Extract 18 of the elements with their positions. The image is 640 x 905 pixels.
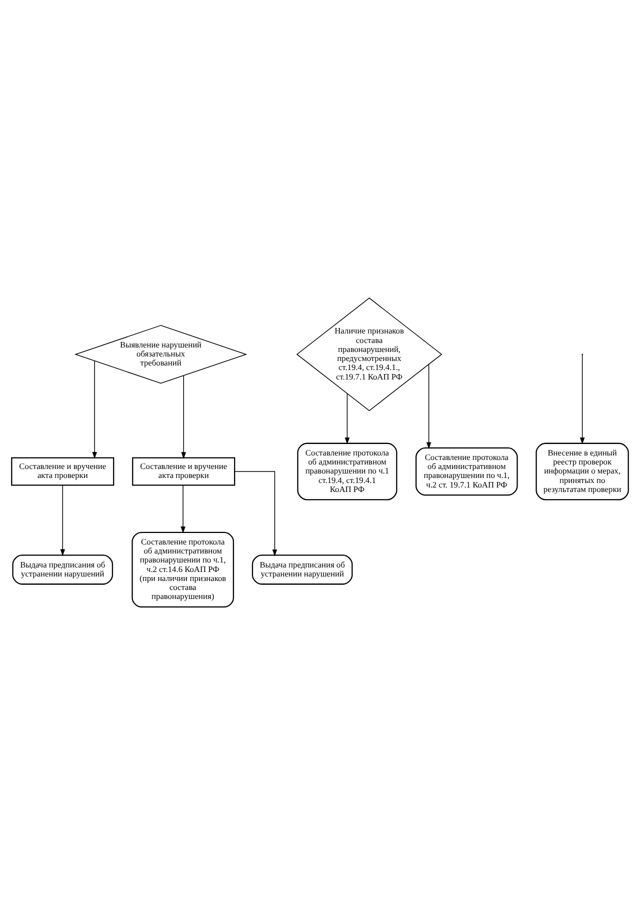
node-box: Внесение в единый реестр проверок информации о мерах, принятых по результатам проверки (536, 442, 629, 500)
arrow (580, 354, 585, 444)
node-diamond: Выявление нарушений обязательных требований (74, 325, 248, 384)
node-box: Выдача предписания об устранении нарушений (252, 554, 353, 585)
node-box: Выдача предписания об устранении нарушений (12, 554, 114, 585)
arrow (181, 375, 186, 459)
arrow (60, 485, 66, 556)
arrow (344, 393, 350, 444)
node-box: Составление протокола об административном правонарушении по ч.1, ч.2 ст.14.6 КоАП РФ (при наличии признаков состава правонарушения) (132, 532, 234, 608)
arrow (426, 364, 432, 450)
arrow (234, 471, 278, 556)
node-box: Составление и вручение акта проверки (132, 457, 236, 486)
node-box: Составление и вручение акта проверки (11, 457, 114, 486)
arrow (180, 485, 186, 534)
arrow (92, 360, 97, 459)
node-box: Составление протокола об административном правонарушении по ч.1, ч.2 ст. 19.7.1 КоАП РФ (416, 447, 518, 496)
node-diamond: Наличие признаков состава правонарушений, предусмотренных ст.19.4, ст.19.4.1., ст.19.7.1 КоАП РФ (296, 298, 442, 412)
node-box: Составление протокола об административном правонарушении по ч.1 ст.19.4, ст.19.4.1 КоАП РФ (297, 442, 398, 500)
